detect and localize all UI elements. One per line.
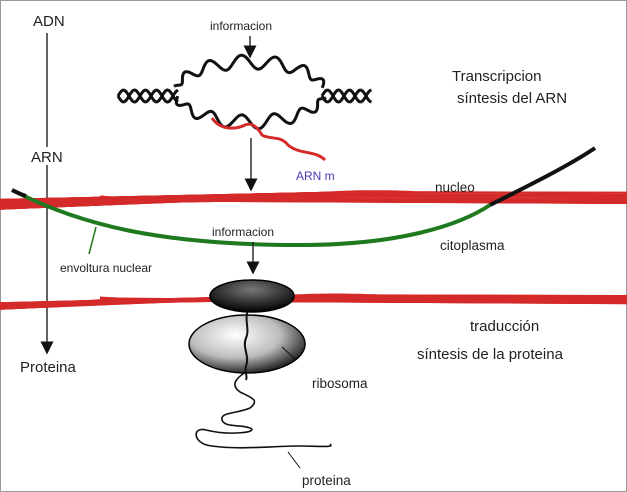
envelope-label: envoltura nuclear (60, 261, 152, 275)
transcription-subtitle: síntesis del ARN (457, 90, 567, 107)
ribosome-small-subunit (210, 280, 294, 312)
info-label-bottom: informacion (212, 225, 274, 239)
protein-pointer (288, 452, 300, 468)
nucleus-label: nucleo (435, 180, 475, 195)
arn-label: ARN (31, 149, 63, 166)
protein-label: proteina (302, 473, 351, 488)
dna-double-helix (118, 55, 372, 129)
adn-label: ADN (33, 13, 65, 30)
mrna-cytoplasm (0, 295, 627, 309)
cytoplasm-label: citoplasma (440, 238, 505, 253)
info-label-top: informacion (210, 19, 272, 33)
mrna-nucleus (0, 192, 627, 209)
translation-subtitle: síntesis de la proteina (417, 346, 564, 363)
translation-title: traducción (470, 318, 539, 335)
protein-axis-label: Proteina (20, 359, 77, 376)
envelope-left-end (12, 190, 26, 196)
envelope-pointer (89, 227, 96, 254)
transcription-title: Transcripcion (452, 68, 541, 85)
protein-chain (196, 372, 331, 448)
mrna-label: ARN m (296, 169, 335, 183)
ribosome-label: ribosoma (312, 376, 368, 391)
